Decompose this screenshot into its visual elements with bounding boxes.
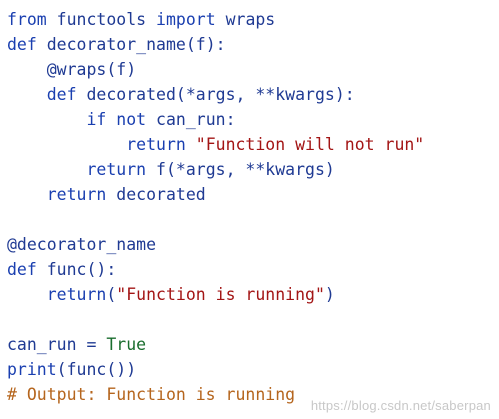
watermark-text: https://blog.csdn.net/saberpan bbox=[310, 398, 491, 413]
code-line: def decorated(*args, **kwargs): bbox=[7, 82, 499, 107]
code-line bbox=[7, 307, 499, 332]
code-line: from functools import wraps bbox=[7, 7, 499, 32]
code-line: def decorator_name(f): bbox=[7, 32, 499, 57]
code-token: from bbox=[7, 10, 47, 29]
code-token: return bbox=[46, 285, 107, 304]
code-token bbox=[106, 110, 116, 129]
code-token: ) bbox=[324, 285, 335, 304]
code-line bbox=[7, 207, 499, 232]
code-token: func(): bbox=[36, 260, 117, 279]
code-line: def func(): bbox=[7, 257, 499, 282]
code-token: True bbox=[106, 335, 147, 354]
code-token: return bbox=[46, 185, 107, 204]
code-token: can_run: bbox=[146, 110, 236, 129]
code-token: f(*args, **kwargs) bbox=[146, 160, 335, 179]
code-token: decorated bbox=[106, 185, 206, 204]
code-token bbox=[7, 135, 126, 154]
code-token: wraps bbox=[215, 10, 276, 29]
code-token: @decorator_name bbox=[7, 235, 157, 254]
code-token: import bbox=[156, 10, 216, 29]
code-token bbox=[7, 110, 86, 129]
code-token: (func()) bbox=[56, 360, 137, 379]
code-token: not bbox=[116, 110, 147, 129]
code-token: decorated(*args, **kwargs): bbox=[76, 85, 355, 104]
code-token bbox=[7, 85, 47, 104]
code-token: print bbox=[7, 360, 57, 379]
code-line: print(func()) bbox=[7, 357, 499, 382]
code-token: if bbox=[86, 110, 107, 129]
code-line: return("Function is running") bbox=[7, 282, 499, 307]
code-token bbox=[186, 135, 196, 154]
code-token: # Output: Function is running bbox=[7, 385, 296, 404]
code-token: "Function will not run" bbox=[195, 135, 425, 154]
code-line: if not can_run: bbox=[7, 107, 499, 132]
code-token: functools bbox=[46, 10, 157, 29]
code-line: @wraps(f) bbox=[7, 57, 499, 82]
code-line: @decorator_name bbox=[7, 232, 499, 257]
code-token: def bbox=[7, 35, 37, 54]
code-token bbox=[7, 160, 86, 179]
code-token: decorator_name(f): bbox=[36, 35, 226, 54]
code-token: "Function is running" bbox=[116, 285, 325, 304]
code-token bbox=[7, 185, 47, 204]
code-token: def bbox=[46, 85, 77, 104]
code-line: return "Function will not run" bbox=[7, 132, 499, 157]
code-token: @wraps(f) bbox=[7, 60, 137, 79]
code-line: return f(*args, **kwargs) bbox=[7, 157, 499, 182]
code-line: return decorated bbox=[7, 182, 499, 207]
code-token: return bbox=[86, 160, 147, 179]
code-line: # Output: Function is running bbox=[7, 382, 499, 407]
code-token: ( bbox=[106, 285, 117, 304]
code-line: can_run = True bbox=[7, 332, 499, 357]
code-token: def bbox=[7, 260, 37, 279]
code-token bbox=[7, 285, 47, 304]
code-token: can_run = bbox=[7, 335, 107, 354]
code-token: return bbox=[126, 135, 186, 154]
